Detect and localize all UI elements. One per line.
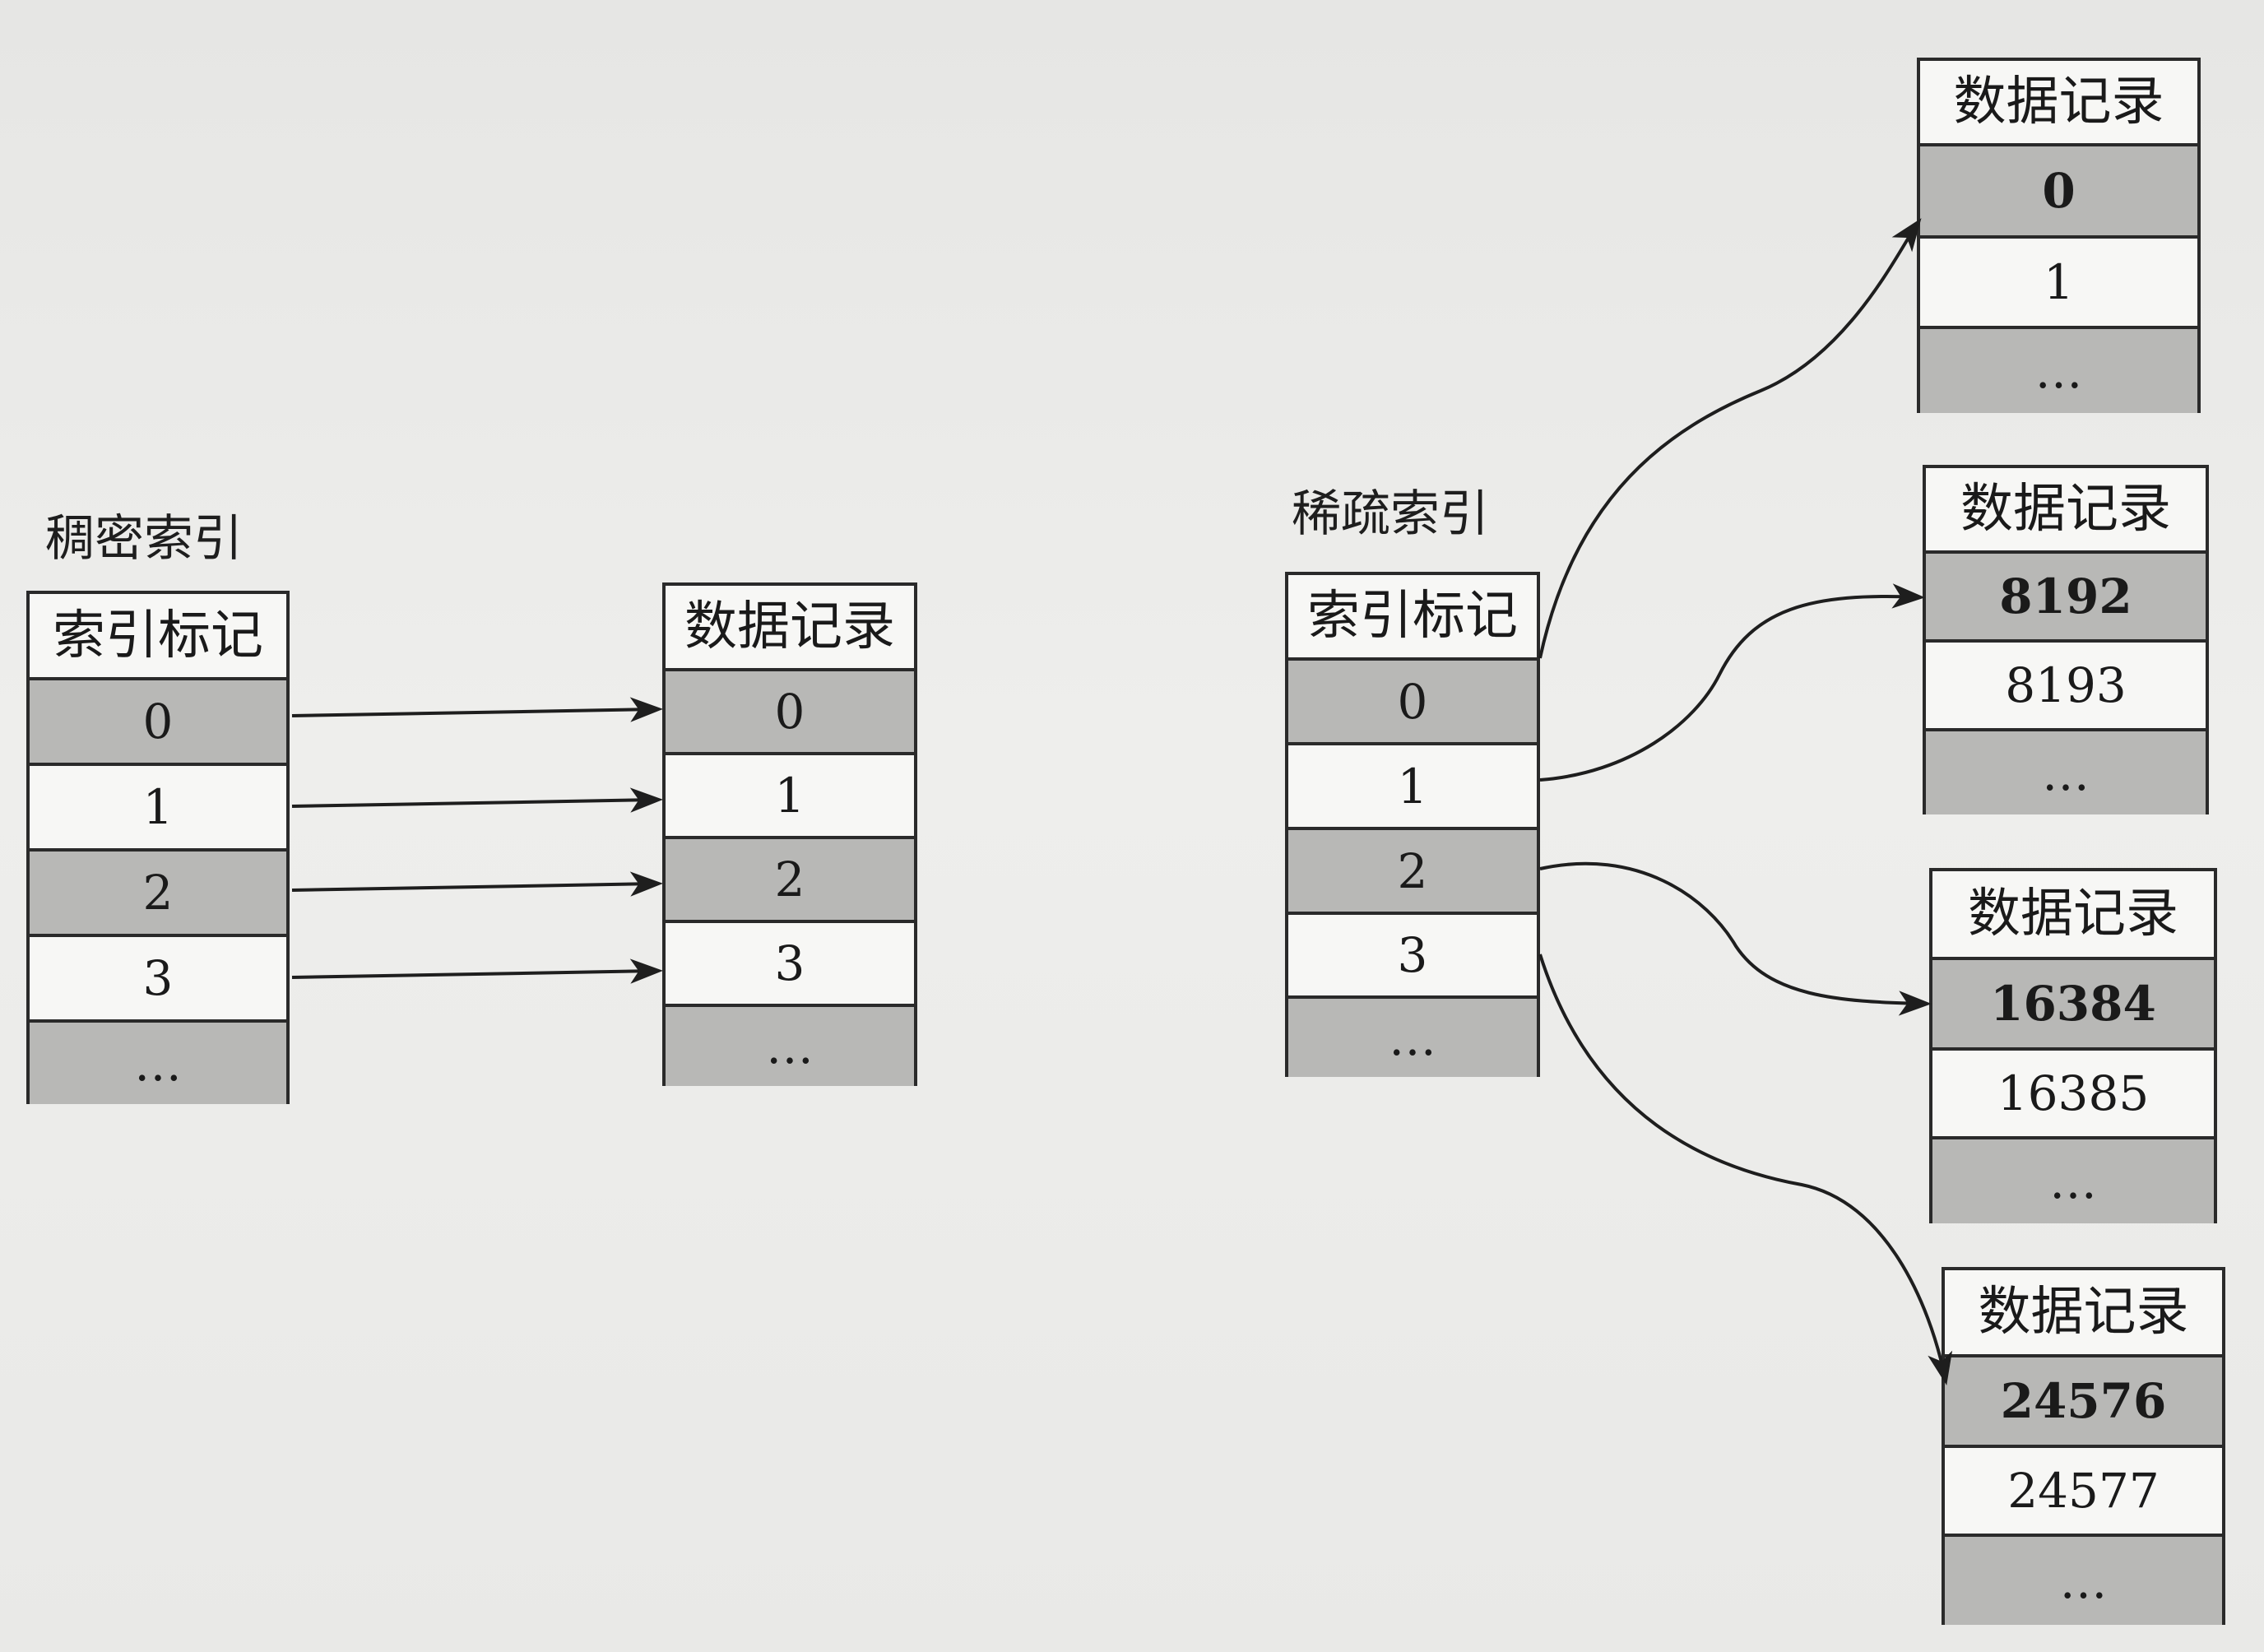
- dense-arrow-1: [291, 787, 663, 813]
- dense-data-table-header: 数据记录: [666, 586, 914, 668]
- sparse-data-table-4-row-more: …: [1945, 1534, 2222, 1625]
- dense-data-row-0: 0: [666, 668, 914, 752]
- sparse-data-table-1-row-more: …: [1920, 326, 2197, 413]
- sparse-data-table-3-header: 数据记录: [1932, 871, 2214, 957]
- sparse-data-table-4-row-first: 24576: [1945, 1354, 2222, 1445]
- sparse-data-table-1-row-first: 0: [1920, 143, 2197, 235]
- sparse-index-table-header: 索引标记: [1288, 575, 1537, 657]
- sparse-index-row-more: …: [1288, 995, 1537, 1077]
- sparse-index-caption: 稀疏索引: [1292, 485, 1489, 543]
- sparse-data-table-3-row-more: …: [1932, 1136, 2214, 1223]
- sparse-arrow-3: [1538, 954, 1953, 1385]
- dense-arrow-2: [291, 871, 663, 897]
- sparse-data-table-1-row-second: 1: [1920, 235, 2197, 326]
- sparse-data-table-3: 数据记录 16384 16385 …: [1929, 868, 2217, 1223]
- sparse-index-row-1: 1: [1288, 742, 1537, 827]
- sparse-data-table-2-row-first: 8192: [1926, 550, 2206, 639]
- dense-arrow-3: [291, 958, 663, 984]
- sparse-arrow-2: [1539, 861, 1932, 1016]
- sparse-data-table-3-row-second: 16385: [1932, 1047, 2214, 1136]
- sparse-data-table-4: 数据记录 24576 24577 …: [1942, 1267, 2225, 1625]
- sparse-data-table-3-row-first: 16384: [1932, 957, 2214, 1047]
- sparse-index-table: 索引标记 0 1 2 3 …: [1285, 572, 1540, 1077]
- dense-index-table: 索引标记 0 1 2 3 …: [26, 591, 290, 1104]
- sparse-index-row-3: 3: [1288, 912, 1537, 995]
- dense-index-row-1: 1: [30, 763, 286, 848]
- dense-index-row-more: …: [30, 1019, 286, 1104]
- dense-data-table: 数据记录 0 1 2 3 …: [662, 582, 917, 1086]
- sparse-data-table-4-header: 数据记录: [1945, 1270, 2222, 1354]
- dense-data-row-more: …: [666, 1004, 914, 1086]
- sparse-index-row-0: 0: [1288, 657, 1537, 742]
- sparse-data-table-4-row-second: 24577: [1945, 1445, 2222, 1534]
- sparse-index-row-2: 2: [1288, 827, 1537, 912]
- sparse-data-table-2-row-more: …: [1926, 728, 2206, 814]
- dense-data-row-2: 2: [666, 836, 914, 920]
- dense-arrow-0: [291, 697, 663, 722]
- sparse-arrow-0: [1538, 218, 1922, 659]
- dense-index-caption: 稠密索引: [45, 510, 243, 568]
- dense-data-row-3: 3: [666, 920, 914, 1004]
- sparse-data-table-2-header: 数据记录: [1926, 468, 2206, 550]
- sparse-data-table-1-header: 数据记录: [1920, 61, 2197, 143]
- sparse-data-table-2-row-second: 8193: [1926, 639, 2206, 728]
- dense-index-table-header: 索引标记: [30, 594, 286, 677]
- sparse-arrow-1: [1539, 583, 1925, 782]
- sparse-data-table-2: 数据记录 8192 8193 …: [1923, 465, 2209, 814]
- dense-data-row-1: 1: [666, 752, 914, 836]
- dense-index-row-2: 2: [30, 848, 286, 934]
- dense-index-row-3: 3: [30, 934, 286, 1019]
- dense-index-row-0: 0: [30, 677, 286, 763]
- sparse-data-table-1: 数据记录 0 1 …: [1917, 58, 2201, 413]
